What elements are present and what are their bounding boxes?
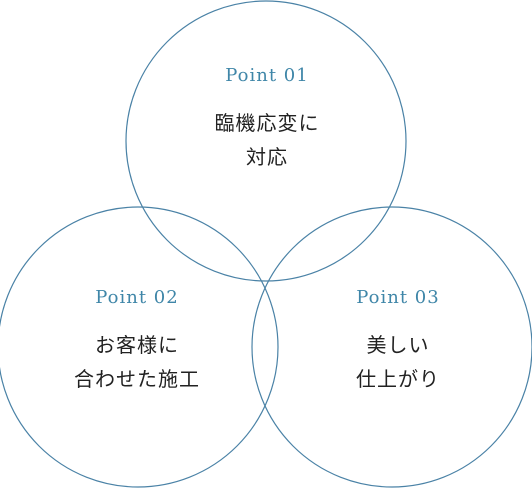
circle-point-03: [251, 206, 532, 488]
circle-point-01: [125, 0, 407, 282]
point-03-label: Point 03 美しい 仕上がり: [288, 286, 508, 396]
point-02-text-line-1: お客様に: [95, 333, 179, 357]
point-02-text-line-2: 合わせた施工: [74, 367, 200, 391]
point-01-text-line-1: 臨機応変に: [214, 111, 320, 135]
point-02-label: Point 02 お客様に 合わせた施工: [27, 286, 247, 396]
point-01-text-line-2: 対応: [246, 145, 288, 169]
point-01-title: Point 01: [225, 65, 309, 86]
circle-point-02: [0, 206, 279, 488]
point-01-label: Point 01 臨機応変に 対応: [157, 64, 377, 174]
point-03-text-line-2: 仕上がり: [356, 367, 440, 391]
point-03-text-line-1: 美しい: [366, 333, 430, 357]
point-02-title: Point 02: [95, 287, 179, 308]
point-03-title: Point 03: [356, 287, 440, 308]
